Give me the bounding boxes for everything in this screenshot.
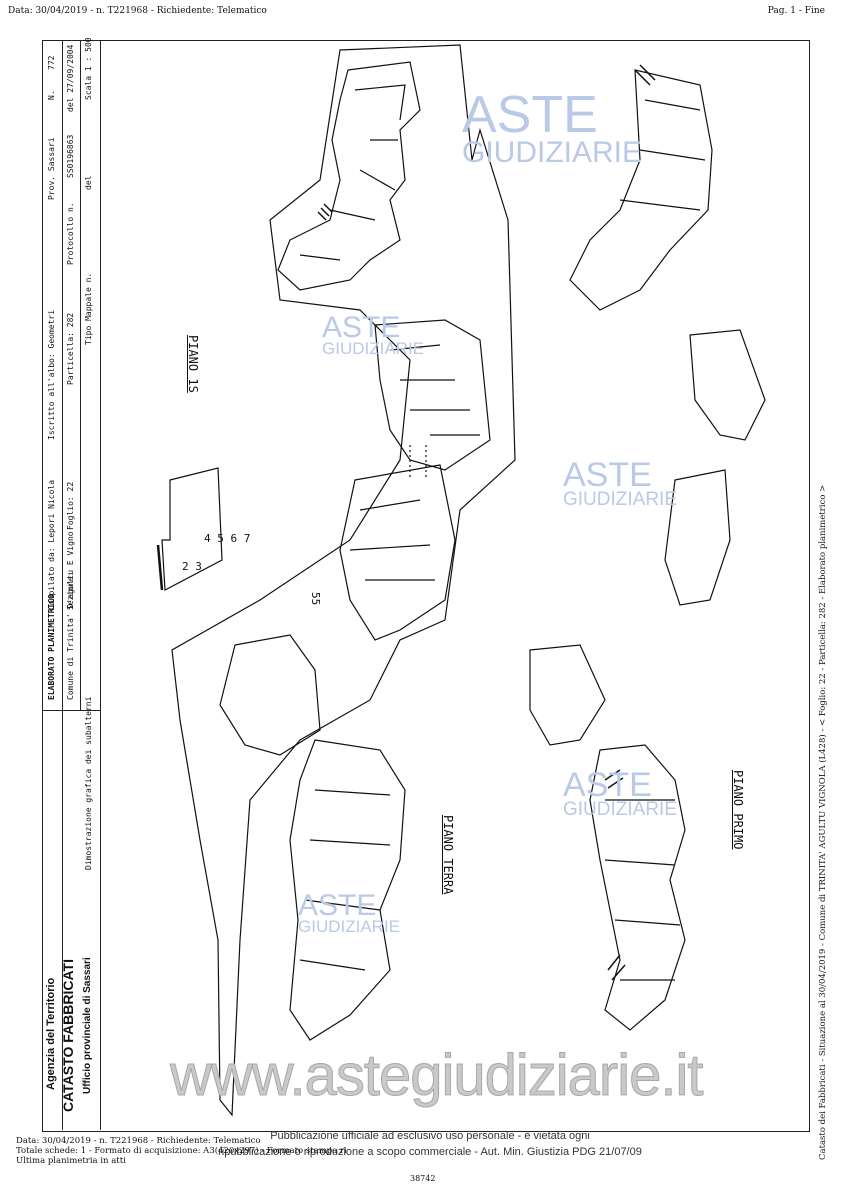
agency-name: Agenzia del Territorio (45, 977, 57, 1090)
label-piano-1s: PIANO 1S (186, 335, 200, 393)
form-hline (42, 710, 100, 711)
form-iscritto: Iscritto all'albo: Geometri (47, 309, 56, 440)
form-prov: Prov. Sassari (47, 137, 56, 200)
block-terra-center (339, 464, 456, 641)
watermark-aste-3: ASTE GIUDIZIARIE (563, 456, 678, 510)
block-primo-chain (589, 744, 686, 1031)
site-boundary (171, 44, 516, 1117)
header-request-info: Data: 30/04/2019 - n. T221968 - Richiede… (8, 6, 267, 16)
form-protocollo-del: del 27/09/2004 (66, 44, 75, 112)
form-divider-2 (80, 40, 81, 710)
header-page-info: Pag. 1 - Fine (767, 6, 825, 16)
block-terra-lower (289, 739, 406, 1041)
form-sezione: Sezione: (66, 571, 75, 610)
watermark-aste-5: ASTE GIUDIZIARIE (298, 889, 401, 936)
block-upper-1s (277, 61, 421, 291)
block-right-upper (569, 69, 713, 311)
page-frame (42, 40, 810, 1132)
label-area-55: 55 (309, 592, 322, 606)
form-compilato: Compilato da: Lepori Nicola (47, 479, 56, 610)
watermark-aste-2: ASTE GIUDIZIARIE (322, 311, 425, 358)
floor-plan-drawing: 2 3 4 5 6 7 (156, 44, 766, 1117)
form-n-value: 772 (47, 55, 56, 70)
block-right-4 (529, 644, 606, 746)
form-tipo-mappale: Tipo Mappale n. (84, 272, 93, 345)
form-protocollo: Protocollo n. (66, 202, 75, 265)
block-right-3 (664, 469, 731, 606)
label-piano-terra: PIANO TERRA (441, 815, 455, 895)
form-foglio: Foglio: 22 (66, 481, 75, 530)
form-divider-1 (62, 40, 63, 1130)
form-protocollo-value: SS0196863 (66, 134, 75, 178)
agency-office: Ufficio provinciale di Sassari (82, 957, 93, 1094)
legal-notice-line2: ripubblicazione o riproduzione a scopo c… (218, 1146, 642, 1158)
legend-bracket (161, 467, 223, 591)
bottom-info: Data: 30/04/2019 - n. T221968 - Richiede… (16, 1136, 346, 1166)
form-dimostrazione: Dimostrazione grafica dei subalterni (84, 696, 93, 870)
agency-catasto: CATASTO FABBRICATI (60, 959, 76, 1112)
watermark-site: www.astegiudiziarie.it (169, 1043, 703, 1109)
watermark-aste-1: ASTE GIUDIZIARIE (462, 86, 643, 169)
svg-text:4 5 6 7: 4 5 6 7 (204, 532, 250, 545)
block-mid-1s (374, 319, 491, 471)
block-terra-round (219, 634, 321, 756)
form-n-label: N. (47, 90, 56, 100)
watermark-aste-4: ASTE GIUDIZIARIE (563, 766, 678, 820)
form-comune: Comune di Trinita' D'agultu E Vigno (66, 531, 75, 700)
form-del: del (84, 175, 93, 190)
page-number: 38742 (410, 1174, 436, 1183)
legal-notice-line1: Pubblicazione ufficiale ad esclusivo uso… (270, 1130, 590, 1142)
form-column (42, 40, 101, 1130)
form-scala: Scala 1 : 500 (84, 37, 93, 100)
svg-text:2 3: 2 3 (182, 560, 202, 573)
block-right-2 (689, 329, 766, 441)
label-piano-primo: PIANO PRIMO (731, 770, 745, 850)
right-edge-info: Catasto dei Fabbricati - Situazione al 3… (818, 484, 828, 1160)
form-particella: Particella: 282 (66, 312, 75, 385)
